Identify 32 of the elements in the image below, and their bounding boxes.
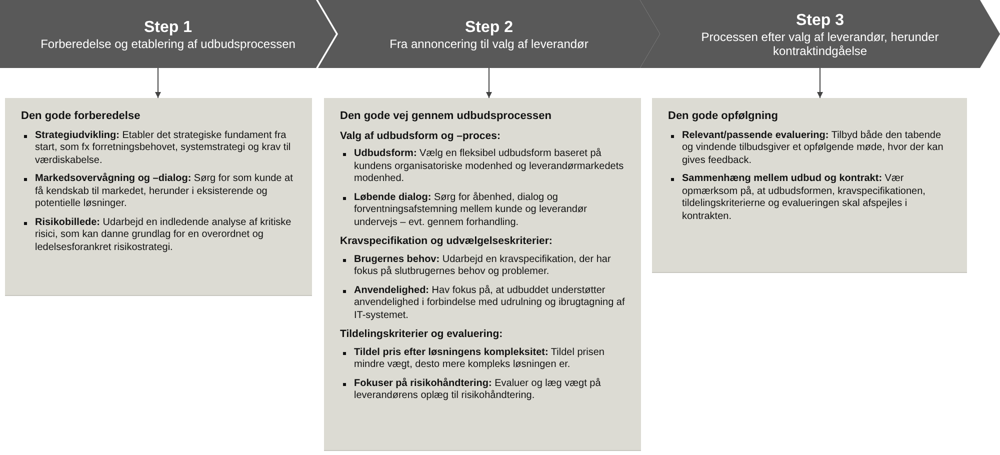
bullet-text: Risikobillede: Udarbejd en indledende analyse af kritiske risici, som kan danne grundlag for en overordnet og ledelsesforankret risikostrategi. — [35, 216, 292, 252]
arrow — [486, 68, 492, 98]
step-banner — [318, 0, 660, 68]
bullet-text: Tildel pris efter løsningens kompleksitet: Tildel prisen mindre vægt, desto mere kompleks løsningen er. — [354, 346, 604, 370]
bullet-text: Relevant/passende evaluering: Tilbyd både den tabende og vindende tilbudsgiver et opfølgende møde, hvor der kan gives feedback. — [682, 130, 944, 166]
section-heading: Tildelingskriterier og evaluering: — [340, 328, 504, 340]
bullet-text: Udbudsform: Vælg en fleksibel udbudsform baseret på kundens organisatoriske modenhed og leverandørmarkedets modenhed. — [354, 148, 624, 184]
section-heading: Valg af udbudsform og –proces: — [340, 130, 502, 142]
step-title: Step 2 — [464, 18, 513, 36]
content-panel — [652, 98, 967, 273]
bullet-text: Løbende dialog: Sørg for åbenhed, dialog og forventningsafstemning mellem kunde og leverandør undervejs – evt. gennem forhandling. — [354, 192, 587, 228]
bullet-text: Strategiudvikling: Etabler det strategiske fundament fra start, som fx forretningsbehovet, systemstrategi og krav til værdiskabelse. — [35, 130, 291, 166]
step-title: Step 1 — [144, 18, 192, 36]
step-banner — [640, 0, 1000, 68]
bullet-text: Fokuser på risikohåndtering: Evaluer og læg vægt på leverandørens oplæg til risikohåndtering. — [354, 378, 601, 401]
step-title: Step 3 — [796, 10, 844, 30]
panel-heading: Den gode opfølgning — [668, 110, 779, 122]
bullet-text: Anvendelighed: Hav fokus på, at udbuddet understøtter anvendelighed i forbindelse med udrulning og ibrugtagning af IT-systemet. — [354, 284, 625, 320]
step-banner — [0, 0, 336, 68]
bullet-text: Brugernes behov: Udarbejd en kravspecifikation, der har fokus på slutbrugernes behov og problemer. — [354, 254, 611, 277]
step-description: Forberedelse og etablering af udbudsprocessen — [40, 36, 296, 50]
section-heading: Kravspecifikation og udvælgelseskriterier: — [340, 235, 554, 248]
arrow — [155, 68, 161, 98]
bullet-text: Markedsovervågning og –dialog: Sørg for som kunde at få kendskab til markedet, herunder i eksisterende og potentielle løsninger. — [35, 173, 293, 209]
panel-heading: Den gode forberedelse — [21, 110, 142, 122]
arrow — [817, 68, 823, 98]
content-panel — [5, 98, 312, 296]
step-description: Processen efter valg af leverandør, herunder kontraktindgåelse — [700, 30, 940, 58]
content-panel — [324, 98, 641, 451]
panel-heading: Den gode vej gennem udbudsprocessen — [340, 110, 552, 122]
bullet-text: Sammenhæng mellem udbud og kontrakt: Vær opmærksom på, at udbudsformen, kravspecifikationen, tildelingskriterierne og evalueringen skal afspejles i kontrakten. — [682, 173, 926, 222]
step-description: Fra annoncering til valg af leverandør — [390, 36, 588, 50]
